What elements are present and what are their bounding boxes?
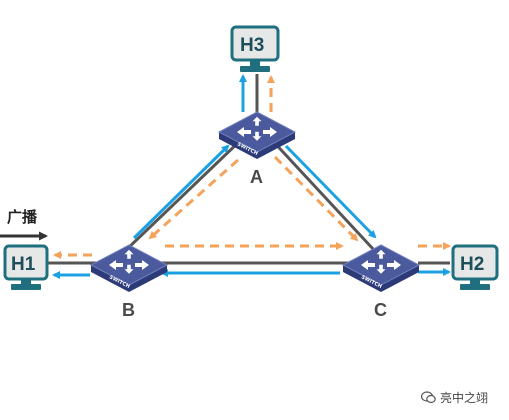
- switch-b-label: B: [122, 300, 135, 320]
- switch-b[interactable]: SWITCH: [89, 244, 169, 292]
- arrow-a-to-c: [284, 144, 377, 239]
- links: [48, 74, 450, 265]
- switch-c-label: C: [374, 300, 387, 320]
- switch-arrows-icon: [237, 116, 277, 141]
- link-a-b: [124, 136, 245, 252]
- flood-a-to-b: [148, 158, 239, 240]
- switch-a-label: A: [250, 167, 263, 187]
- wechat-icon: [421, 391, 436, 404]
- switch-c[interactable]: SWITCH: [341, 244, 421, 292]
- broadcast-label: 广播: [7, 208, 38, 226]
- flood-a-to-c: [273, 155, 359, 242]
- host-h3-label: H3: [240, 35, 264, 56]
- forward-arrows: [52, 74, 451, 279]
- watermark: 亮中之翊: [421, 389, 488, 406]
- host-h2[interactable]: H2: [451, 244, 499, 290]
- host-h3[interactable]: H3: [230, 25, 280, 72]
- host-h2-label: H2: [460, 254, 484, 275]
- switch-a[interactable]: SWITCH: [217, 111, 297, 159]
- host-h1[interactable]: H1: [3, 244, 49, 290]
- arrow-b-to-a: [132, 144, 230, 240]
- watermark-text: 亮中之翊: [440, 391, 489, 405]
- flood-arrows: [53, 75, 451, 259]
- host-h1-label: H1: [11, 254, 36, 275]
- link-a-c: [268, 136, 376, 252]
- broadcast-indicator: 广播: [0, 208, 48, 241]
